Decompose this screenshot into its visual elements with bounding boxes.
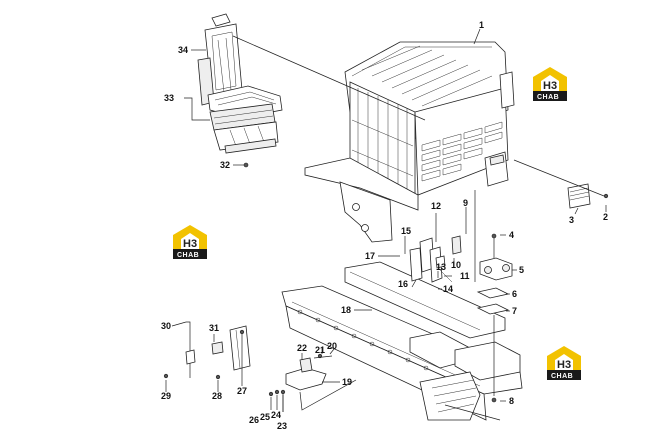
- callout-23: 23: [277, 421, 287, 431]
- callout-4: 4: [509, 230, 514, 240]
- seat-assembly: [197, 13, 283, 168]
- callout-27: 27: [237, 386, 247, 396]
- watermark-mark: H3: [183, 238, 197, 250]
- leader-lines: [165, 28, 607, 412]
- callout-6: 6: [512, 289, 517, 299]
- callout-10: 10: [451, 260, 461, 270]
- callout-31: 31: [209, 323, 219, 333]
- callout-30: 30: [161, 321, 171, 331]
- watermark-logo-2: H3 CHAB: [173, 225, 207, 259]
- pedal-parts: [268, 353, 357, 412]
- callout-8: 8: [509, 396, 514, 406]
- callout-24: 24: [271, 410, 281, 420]
- cab-assembly: [304, 41, 515, 282]
- callout-22: 22: [297, 343, 307, 353]
- watermark-text: CHAB: [177, 252, 199, 259]
- callout-17: 17: [365, 251, 375, 261]
- watermark-mark: H3: [543, 80, 557, 92]
- left-hardware: [163, 321, 251, 380]
- callout-11: 11: [460, 271, 470, 281]
- callout-7: 7: [512, 306, 517, 316]
- frame-assembly: [281, 261, 523, 421]
- callout-18: 18: [341, 305, 351, 315]
- callout-19: 19: [342, 377, 352, 387]
- watermark-text: CHAB: [551, 373, 573, 380]
- filter-parts: [567, 183, 609, 209]
- callout-5: 5: [519, 265, 524, 275]
- callout-14: 14: [443, 284, 453, 294]
- callout-16: 16: [398, 279, 408, 289]
- callout-labels: 1 2 3 4 5 6 7 8 9 10 11 12 13 14 15 16 1…: [161, 20, 608, 431]
- watermark-logo-1: H3 CHAB: [533, 67, 567, 101]
- mount-parts: [476, 233, 513, 403]
- watermark-text: CHAB: [537, 94, 559, 101]
- callout-21: 21: [315, 345, 325, 355]
- callout-33: 33: [164, 93, 174, 103]
- callout-29: 29: [161, 391, 171, 401]
- bracket-parts: [409, 235, 462, 283]
- callout-12: 12: [431, 201, 441, 211]
- callout-1: 1: [479, 20, 484, 30]
- callout-13: 13: [436, 262, 446, 272]
- watermark-logo-3: H3 CHAB: [547, 346, 581, 380]
- callout-26: 26: [249, 415, 259, 425]
- callout-3: 3: [569, 215, 574, 225]
- callout-2: 2: [603, 212, 608, 222]
- callout-20: 20: [327, 341, 337, 351]
- callout-15: 15: [401, 226, 411, 236]
- callout-9: 9: [463, 198, 468, 208]
- callout-34: 34: [178, 45, 188, 55]
- callout-28: 28: [212, 391, 222, 401]
- callout-25: 25: [260, 412, 270, 422]
- callout-32: 32: [220, 160, 230, 170]
- watermark-mark: H3: [557, 359, 571, 371]
